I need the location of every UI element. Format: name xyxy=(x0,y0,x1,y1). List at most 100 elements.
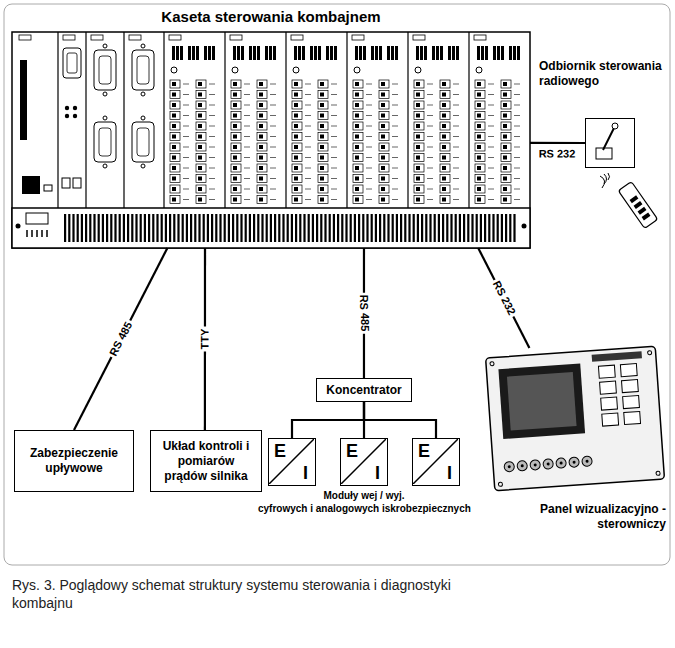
rack-drawing xyxy=(501,91,511,99)
signal-label: RS 485 xyxy=(106,318,136,360)
rack-drawing xyxy=(233,145,237,149)
rack-drawing xyxy=(355,114,359,118)
rack-drawing xyxy=(196,133,206,141)
rack-drawing xyxy=(331,136,337,137)
rack-drawing xyxy=(366,214,368,242)
rack-drawing xyxy=(305,136,311,137)
rack-drawing xyxy=(475,112,485,120)
rack-drawing xyxy=(257,164,267,172)
rack-drawing xyxy=(392,147,398,148)
rack-drawing xyxy=(310,46,313,60)
rack-drawing xyxy=(172,177,176,181)
rack-drawing xyxy=(231,143,241,151)
rack-drawing xyxy=(329,214,331,242)
rack-drawing xyxy=(383,214,385,242)
rack-drawing xyxy=(331,84,337,85)
rack-drawing xyxy=(209,157,215,158)
rack-drawing xyxy=(493,46,496,60)
rack-drawing xyxy=(427,84,433,85)
rack-drawing xyxy=(442,214,444,242)
rack-drawing xyxy=(294,156,298,160)
rack-drawing xyxy=(123,214,125,242)
rack-drawing xyxy=(259,124,263,128)
rack-drawing xyxy=(416,46,419,60)
signal-label: RS 232 xyxy=(537,147,578,160)
rack-drawing xyxy=(333,214,335,242)
rack-drawing xyxy=(73,106,77,110)
rack-drawing xyxy=(257,185,267,193)
rack-drawing xyxy=(488,126,494,127)
rack-drawing xyxy=(68,214,70,242)
rack-drawing xyxy=(208,46,211,60)
rack-drawing xyxy=(172,145,176,149)
rack-drawing xyxy=(509,46,512,60)
rack-drawing xyxy=(196,101,206,109)
rack-drawing xyxy=(440,80,450,88)
rack-drawing xyxy=(209,178,215,179)
rack-drawing xyxy=(488,168,494,169)
rack-drawing xyxy=(318,122,328,130)
rack-drawing xyxy=(379,185,389,193)
rack-drawing xyxy=(514,157,520,158)
rack-drawing xyxy=(137,128,149,156)
rack-drawing xyxy=(514,199,520,200)
panel-drawing xyxy=(517,460,528,471)
rack-drawing xyxy=(244,147,250,148)
rack-drawing xyxy=(257,80,267,88)
rack-drawing xyxy=(414,154,424,162)
rack-drawing xyxy=(427,105,433,106)
rack-drawing xyxy=(259,187,263,191)
rack-drawing xyxy=(503,114,507,118)
process-box: Zabezpieczenie upływowe xyxy=(14,430,134,492)
rack-drawing xyxy=(65,106,69,110)
rack-drawing xyxy=(355,135,359,139)
rack-drawing xyxy=(292,175,302,183)
rack-drawing xyxy=(522,224,527,229)
rack-drawing xyxy=(190,214,192,242)
rack-drawing xyxy=(488,178,494,179)
rack-drawing xyxy=(294,114,298,118)
rack-drawing xyxy=(57,32,58,208)
rack-drawing xyxy=(85,32,86,208)
rack-drawing xyxy=(269,46,272,60)
rack-drawing xyxy=(501,46,504,60)
rack-drawing xyxy=(379,143,389,151)
rack-drawing xyxy=(292,80,302,88)
rack-drawing xyxy=(358,214,360,242)
rack-drawing xyxy=(355,177,359,181)
rack-drawing xyxy=(257,122,267,130)
rack-drawing xyxy=(395,46,398,60)
rack-drawing xyxy=(517,46,520,60)
rack-drawing xyxy=(392,199,398,200)
rack-drawing xyxy=(170,122,180,130)
rack-drawing xyxy=(379,214,381,242)
rack-drawing xyxy=(294,135,298,139)
rack-drawing xyxy=(292,101,302,109)
rack-drawing xyxy=(503,156,507,160)
rack-drawing xyxy=(259,198,263,202)
rack-drawing xyxy=(198,103,202,107)
rack-drawing xyxy=(497,46,500,60)
rack-drawing xyxy=(257,101,267,109)
rack-drawing xyxy=(169,35,181,40)
rack-drawing xyxy=(198,214,200,242)
rack-drawing xyxy=(353,185,363,193)
rack-drawing xyxy=(334,46,337,60)
rack-drawing xyxy=(253,214,255,242)
rack-drawing xyxy=(453,94,459,95)
rack-drawing xyxy=(144,214,146,242)
rack-drawing xyxy=(12,32,530,248)
rack-drawing xyxy=(171,67,177,73)
rack-drawing xyxy=(232,67,238,73)
rack-drawing xyxy=(244,157,250,158)
io-module: EI xyxy=(412,438,460,486)
rack-drawing xyxy=(259,93,263,97)
panel-drawing xyxy=(598,365,615,378)
rack-drawing xyxy=(244,168,250,169)
rack-drawing xyxy=(292,196,302,204)
rack-drawing xyxy=(505,214,507,242)
rack-drawing xyxy=(244,199,250,200)
rack-drawing xyxy=(353,133,363,141)
rack-drawing xyxy=(233,156,237,160)
panel-drawing xyxy=(547,462,550,465)
